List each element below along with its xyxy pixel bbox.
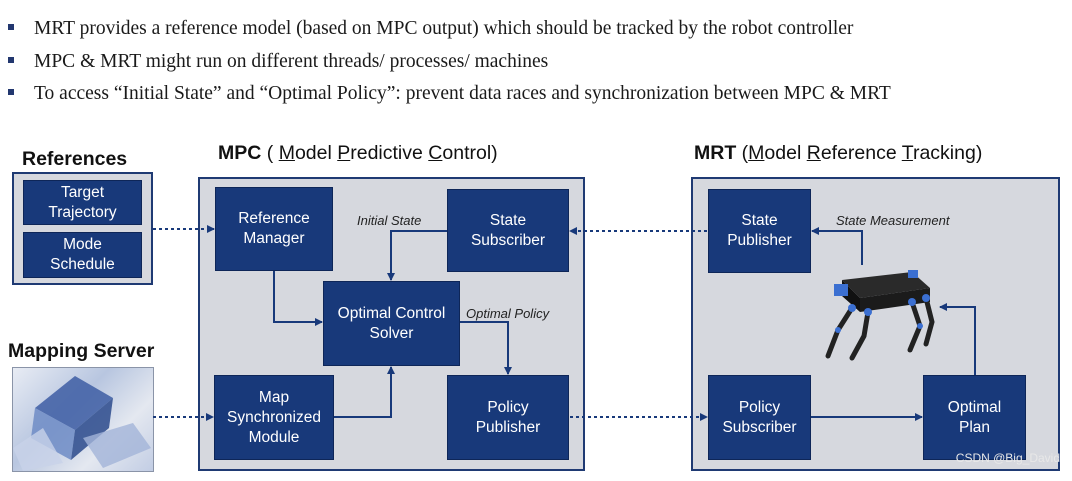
mpc-initial-c: C — [428, 142, 443, 164]
optimal-policy-label: Optimal Policy — [466, 306, 550, 321]
optimal-plan-block: Optimal Plan — [923, 375, 1026, 460]
optimal-plan-label: Optimal Plan — [947, 398, 1002, 436]
bullet-marker-icon — [8, 89, 14, 95]
bullet-marker-icon — [8, 57, 14, 63]
optimal-control-solver-label: Optimal Control Solver — [337, 304, 446, 342]
state-subscriber-block: State Subscriber — [447, 189, 569, 272]
mode-schedule-block: Mode Schedule — [23, 232, 142, 278]
initial-state-label: Initial State — [357, 213, 422, 228]
map-synchronized-module-block: Map Synchronized Module — [214, 375, 334, 460]
map-point-cloud-image — [12, 367, 154, 472]
bullet-text: MPC & MRT might run on different threads… — [34, 51, 549, 72]
map-synchronized-module-label: Map Synchronized Module — [227, 388, 321, 446]
mpc-word-2: redictive — [350, 142, 429, 164]
bullet-text: To access “Initial State” and “Optimal P… — [34, 83, 891, 104]
reference-manager-block: Reference Manager — [215, 187, 333, 271]
mpc-word-3: ontrol) — [442, 142, 498, 164]
bullet-item: MRT provides a reference model (based on… — [8, 18, 853, 40]
state-publisher-block: State Publisher — [708, 189, 811, 273]
bullet-marker-icon — [8, 24, 14, 30]
mode-schedule-label: Mode Schedule — [50, 236, 115, 273]
optimal-plan-to-robot-arrow — [939, 303, 976, 375]
robot-to-state-publisher-arrow — [811, 227, 863, 265]
mrt-initial-r: R — [806, 142, 821, 164]
mrt-title: MRT (Model Reference Tracking) — [694, 142, 982, 165]
mrt-initial-m: M — [748, 142, 765, 164]
bullet-text: MRT provides a reference model (based on… — [34, 18, 854, 39]
target-trajectory-block: Target Trajectory — [23, 180, 142, 225]
mrt-word-3: racking) — [912, 142, 983, 164]
solver-to-policy-publisher-arrow — [460, 321, 512, 375]
policy-subscriber-block: Policy Subscriber — [708, 375, 811, 460]
mpc-abbr: MPC — [218, 142, 262, 164]
policy-publisher-block: Policy Publisher — [447, 375, 569, 460]
mpc-title: MPC ( Model Predictive Control) — [218, 142, 498, 165]
reference-manager-label: Reference Manager — [238, 210, 310, 247]
map-module-to-solver-arrow — [334, 366, 395, 418]
map-point-cloud-graphic — [13, 376, 151, 471]
reference-manager-to-solver-arrow — [273, 271, 323, 326]
state-subscriber-to-solver-arrow — [387, 230, 447, 281]
state-subscriber-label: State Subscriber — [470, 211, 546, 249]
mrt-word-1: odel — [764, 142, 807, 164]
mpc-open-paren: ( — [261, 142, 279, 164]
quadruped-robot-image — [812, 258, 938, 366]
mrt-abbr: MRT — [694, 142, 737, 164]
bullet-item: MPC & MRT might run on different threads… — [8, 51, 548, 73]
optimal-control-solver-block: Optimal Control Solver — [323, 281, 460, 366]
mapping-server-title-text: Mapping Server — [8, 340, 155, 362]
references-title-text: References — [22, 148, 128, 170]
policy-subscriber-label: Policy Subscriber — [722, 398, 797, 436]
mpc-initial-m: M — [278, 142, 295, 164]
mrt-word-2: eference — [820, 142, 902, 164]
state-measurement-label: State Measurement — [836, 213, 950, 228]
mapping-server-title: Mapping Server — [8, 340, 154, 363]
mrt-initial-t: T — [901, 142, 913, 164]
bullet-item: To access “Initial State” and “Optimal P… — [8, 83, 891, 105]
quadruped-robot-graphic — [825, 270, 935, 361]
references-title: References — [22, 148, 127, 171]
mpc-initial-p: P — [337, 142, 351, 164]
state-publisher-label: State Publisher — [727, 212, 792, 249]
policy-publisher-label: Policy Publisher — [475, 398, 541, 436]
mrt-open-paren: ( — [736, 142, 749, 164]
mpc-word-1: odel — [294, 142, 338, 164]
target-trajectory-label: Target Trajectory — [48, 183, 117, 221]
watermark: CSDN @Big_David — [955, 451, 1060, 465]
